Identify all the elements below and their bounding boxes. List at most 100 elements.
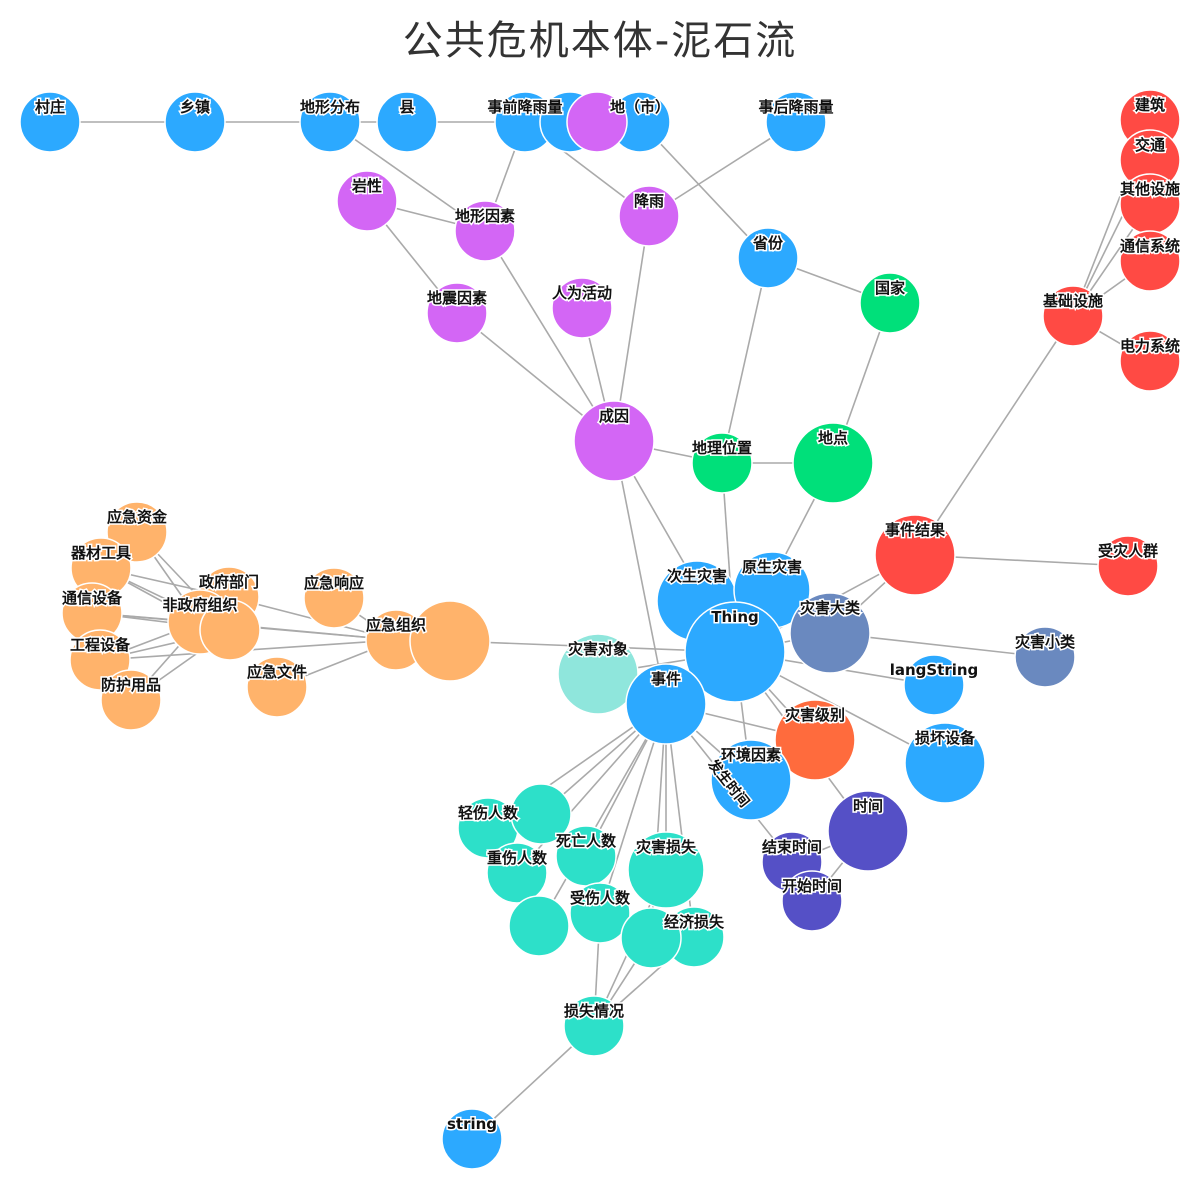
node-emergency_doc[interactable] [246, 656, 308, 718]
node-env_factor[interactable] [710, 739, 792, 821]
node-label-lithology: 岩性 [351, 177, 382, 195]
node-village[interactable] [19, 91, 81, 153]
edge-cause-event [613, 440, 667, 705]
node-ngo_b[interactable] [199, 599, 261, 661]
node-label-gov_dept: 政府部门 [199, 573, 259, 591]
node-label-time: 时间 [853, 797, 883, 815]
node-label-disaster_minor: 灾害小类 [1015, 633, 1076, 651]
node-label-traffic: 交通 [1135, 136, 1165, 154]
node-geo_location[interactable] [691, 432, 753, 494]
node-thing[interactable] [684, 601, 786, 703]
node-disaster_level[interactable] [774, 699, 856, 781]
node-label-place: 地点 [818, 429, 848, 447]
node-infrastructure[interactable] [1042, 285, 1104, 347]
node-label-town: 乡镇 [180, 98, 210, 116]
node-econ_loss_b[interactable] [620, 907, 682, 969]
node-event[interactable] [625, 663, 707, 745]
node-emergency_response[interactable] [303, 567, 365, 629]
node-label-affected_people: 受灾人群 [1098, 542, 1158, 560]
node-label-building: 建筑 [1135, 96, 1165, 114]
page-title: 公共危机本体-泥石流 [402, 18, 798, 64]
edge-event-teal_small [538, 703, 667, 927]
node-terrain_factor[interactable] [454, 200, 516, 262]
node-lithology[interactable] [336, 170, 398, 232]
node-cause[interactable] [573, 400, 655, 482]
node-disaster_object[interactable] [557, 633, 639, 715]
node-label-serious_injury: 重伤人数 [487, 849, 548, 867]
node-county[interactable] [376, 91, 438, 153]
node-label-disaster_major: 灾害大类 [800, 599, 861, 617]
node-disaster_minor[interactable] [1014, 626, 1076, 688]
node-label-other_facility: 其他设施 [1120, 180, 1180, 198]
node-injured[interactable] [569, 882, 631, 944]
node-label-disaster_loss: 灾害损失 [636, 838, 697, 856]
node-comm_system[interactable] [1119, 230, 1181, 292]
node-label-city: 地（市） [610, 98, 670, 116]
node-affected_people[interactable] [1097, 535, 1159, 597]
node-label-equipment_tools: 器材工具 [70, 544, 131, 562]
node-label-start_time: 开始时间 [782, 877, 842, 895]
node-label-terrain_dist: 地形分布 [300, 98, 360, 116]
node-label-emergency_doc: 应急文件 [247, 663, 307, 681]
node-label-secondary_disaster: 次生灾害 [667, 567, 727, 585]
node-serious_injury[interactable] [486, 842, 548, 904]
node-quake_factor[interactable] [426, 282, 488, 344]
node-post_rain[interactable] [765, 91, 827, 153]
node-label-langstring: langString [890, 661, 979, 679]
node-label-injured: 受伤人数 [570, 889, 631, 907]
node-rain[interactable] [618, 185, 680, 247]
node-label-cause: 成因 [599, 407, 629, 425]
node-label-ngo: 非政府组织 [162, 596, 237, 614]
node-label-power_system: 电力系统 [1120, 337, 1180, 355]
node-loss_status[interactable] [563, 995, 625, 1057]
node-label-loss_status: 损失情况 [564, 1002, 624, 1020]
node-label-deaths: 死亡人数 [556, 832, 617, 850]
node-layer [19, 89, 1181, 1170]
node-time[interactable] [827, 790, 909, 872]
node-purple_top[interactable] [566, 91, 628, 153]
node-label-emergency_org: 应急组织 [366, 616, 426, 634]
node-country[interactable] [859, 272, 921, 334]
node-label-disaster_level: 灾害级别 [785, 706, 845, 724]
node-label-emergency_response: 应急响应 [304, 574, 364, 592]
node-human_activity[interactable] [551, 277, 613, 339]
node-label-thing: Thing [711, 608, 758, 626]
node-label-string: string [447, 1115, 497, 1133]
node-label-primary_disaster: 原生灾害 [742, 558, 802, 576]
node-label-env_factor: 环境因素 [721, 746, 781, 764]
node-label-comm_equipment: 通信设备 [62, 589, 123, 607]
node-minor_injury_b[interactable] [510, 783, 572, 845]
node-label-geo_location: 地理位置 [692, 439, 752, 457]
node-label-country: 国家 [875, 279, 905, 297]
node-label-event_result: 事件结果 [885, 521, 946, 539]
node-label-county: 县 [399, 98, 414, 116]
node-label-end_time: 结束时间 [762, 838, 822, 856]
node-terrain_dist[interactable] [299, 91, 361, 153]
node-power_system[interactable] [1119, 330, 1181, 392]
node-label-eng_equipment: 工程设备 [70, 636, 131, 654]
node-start_time[interactable] [781, 870, 843, 932]
edge-terrain_factor-cause [484, 230, 615, 442]
node-label-protective_gear: 防护用品 [101, 676, 161, 694]
node-label-terrain_factor: 地形因素 [455, 207, 515, 225]
node-damaged_equipment[interactable] [904, 722, 986, 804]
node-province[interactable] [737, 227, 799, 289]
node-label-emergency_fund: 应急资金 [107, 508, 168, 526]
node-teal_small[interactable] [508, 895, 570, 957]
edge-province-geo_location [721, 257, 769, 464]
edge-city-province [639, 121, 769, 259]
node-event_result[interactable] [874, 514, 956, 596]
node-orange_big[interactable] [409, 600, 491, 682]
node-disaster_major[interactable] [789, 592, 871, 674]
node-town[interactable] [164, 91, 226, 153]
node-label-village: 村庄 [35, 98, 65, 116]
node-string[interactable] [441, 1108, 503, 1170]
node-label-infrastructure: 基础设施 [1042, 292, 1103, 310]
node-label-post_rain: 事后降雨量 [758, 98, 833, 116]
node-protective_gear[interactable] [100, 669, 162, 731]
node-disaster_loss[interactable] [627, 831, 705, 909]
node-place[interactable] [792, 422, 874, 504]
node-label-damaged_equipment: 损坏设备 [915, 729, 976, 747]
node-langstring[interactable] [903, 654, 965, 716]
